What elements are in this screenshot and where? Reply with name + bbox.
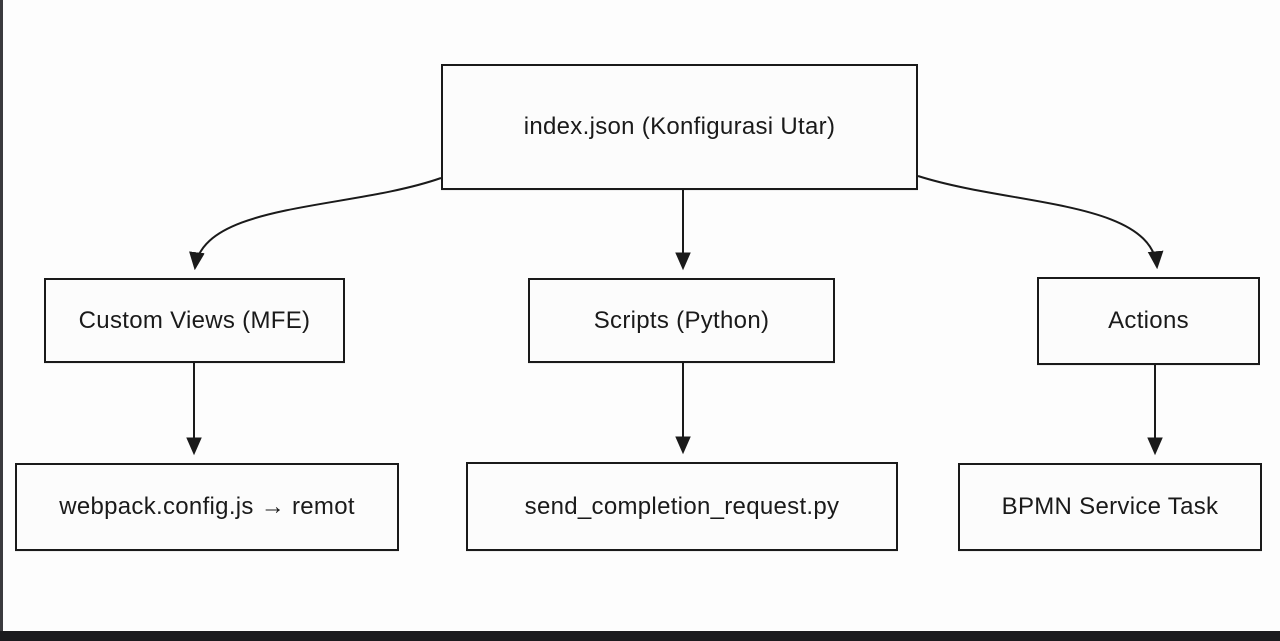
node-webpack-config: webpack.config.js → remot [15, 463, 399, 551]
node-webpack-config-label: webpack.config.js → remot [59, 493, 355, 520]
node-actions: Actions [1037, 277, 1260, 365]
bottom-letterbox-bar [0, 631, 1280, 641]
node-index-json-label: index.json (Konfigurasi Utar) [523, 113, 836, 140]
node-scripts: Scripts (Python) [528, 278, 835, 363]
node-send-completion-request-label: send_completion_request.py [524, 492, 840, 520]
node-actions-label: Actions [1108, 307, 1189, 334]
node-bpmn-service-task: BPMN Service Task [958, 463, 1262, 551]
node-bpmn-service-task-label: BPMN Service Task [1001, 493, 1219, 520]
node-custom-views-label: Custom Views (MFE) [78, 306, 311, 334]
edge-root-to-custom-views [189, 177, 442, 271]
left-edge-line [0, 0, 3, 632]
node-custom-views: Custom Views (MFE) [44, 278, 345, 363]
node-send-completion-request: send_completion_request.py [466, 462, 898, 551]
node-scripts-label: Scripts (Python) [593, 306, 770, 334]
node-index-json: index.json (Konfigurasi Utar) [441, 64, 918, 190]
edge-root-to-actions [917, 175, 1164, 270]
